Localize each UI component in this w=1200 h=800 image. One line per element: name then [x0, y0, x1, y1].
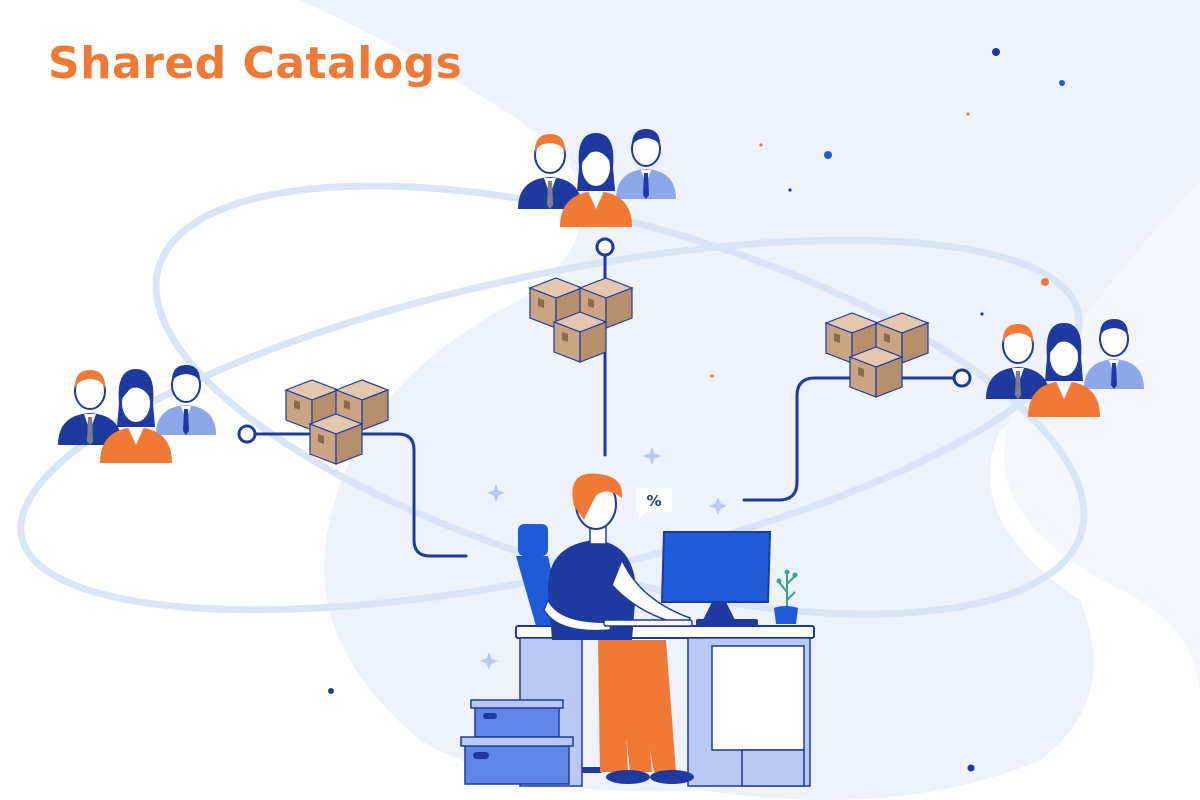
page-title: Shared Catalogs: [48, 38, 463, 89]
background-blob-right: [1004, 180, 1200, 700]
potted-plant: [774, 569, 798, 624]
storage-boxes: [460, 699, 574, 785]
connector-nodes: [237, 237, 972, 444]
discount-badge: %: [636, 488, 672, 520]
shop-manager: [543, 473, 694, 784]
decorative-dots: [328, 48, 1065, 772]
background-blob-top: [300, 0, 1200, 800]
discount-badge-label: %: [646, 492, 661, 510]
computer-monitor: [603, 531, 772, 627]
